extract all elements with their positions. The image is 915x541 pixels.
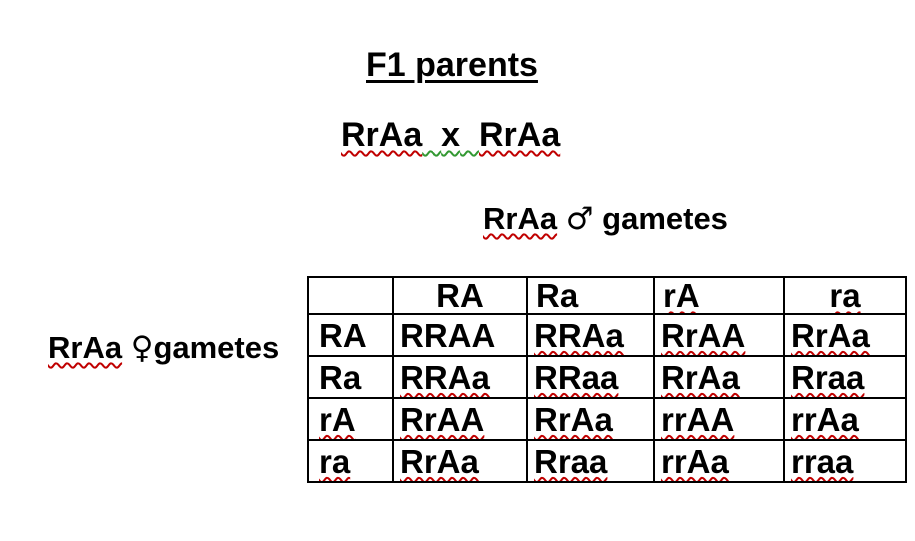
punnett-cell: rraa	[783, 439, 907, 483]
punnett-col-header: rA	[653, 276, 785, 315]
punnett-cell: Rraa	[526, 439, 655, 483]
punnett-row-header: RA	[307, 313, 394, 357]
cross-line: RrAa x RrAa	[341, 118, 560, 152]
male-gametes-word: gametes	[602, 201, 728, 236]
punnett-cell: RrAa	[526, 397, 655, 441]
female-gametes-label: RrAa ♀gametes	[48, 332, 279, 364]
punnett-corner-cell	[307, 276, 394, 315]
punnett-row: Ra RRAa RRaa RrAa Rraa	[307, 355, 907, 399]
punnett-col-header: RA	[392, 276, 528, 315]
punnett-row: ra RrAa Rraa rrAa rraa	[307, 439, 907, 483]
cross-operator: x	[441, 116, 461, 154]
punnett-cell: RrAa	[653, 355, 785, 399]
cross-gap: x	[422, 116, 479, 154]
punnett-cell: RrAA	[653, 313, 785, 357]
punnett-header-row: RA Ra rA ra	[307, 276, 907, 315]
punnett-row-header: Ra	[307, 355, 394, 399]
punnett-cell: RRaa	[526, 355, 655, 399]
punnett-cell: RrAa	[783, 313, 907, 357]
female-symbol: ♀	[130, 330, 154, 366]
punnett-cell: rrAA	[653, 397, 785, 441]
male-gametes-label: RrAa ♂ gametes	[483, 203, 728, 235]
punnett-cell: Rraa	[783, 355, 907, 399]
punnett-square: RA Ra rA ra RA RRAA RRAa RrAA RrAa Ra RR…	[307, 276, 907, 483]
punnett-cell: RrAa	[392, 439, 528, 483]
right-parent-genotype: RrAa	[478, 116, 561, 154]
page-title-text: F1 parents	[366, 46, 538, 84]
punnett-cell: RRAA	[392, 313, 528, 357]
punnett-col-header: ra	[783, 276, 907, 315]
punnett-row: rA RrAA RrAa rrAA rrAa	[307, 397, 907, 441]
punnett-cell: RRAa	[392, 355, 528, 399]
male-genotype: RrAa	[483, 201, 558, 236]
punnett-cell: RrAA	[392, 397, 528, 441]
punnett-col-header: Ra	[526, 276, 655, 315]
male-symbol: ♂	[565, 201, 594, 237]
punnett-cell: RRAa	[526, 313, 655, 357]
punnett-cell: rrAa	[653, 439, 785, 483]
punnett-cell: rrAa	[783, 397, 907, 441]
female-gametes-word: gametes	[153, 330, 280, 365]
punnett-row-header: ra	[307, 439, 394, 483]
left-parent-genotype: RrAa	[341, 116, 423, 154]
female-genotype: RrAa	[48, 330, 123, 365]
punnett-row-header: rA	[307, 397, 394, 441]
page-title: F1 parents	[366, 48, 538, 82]
punnett-row: RA RRAA RRAa RrAA RrAa	[307, 313, 907, 357]
